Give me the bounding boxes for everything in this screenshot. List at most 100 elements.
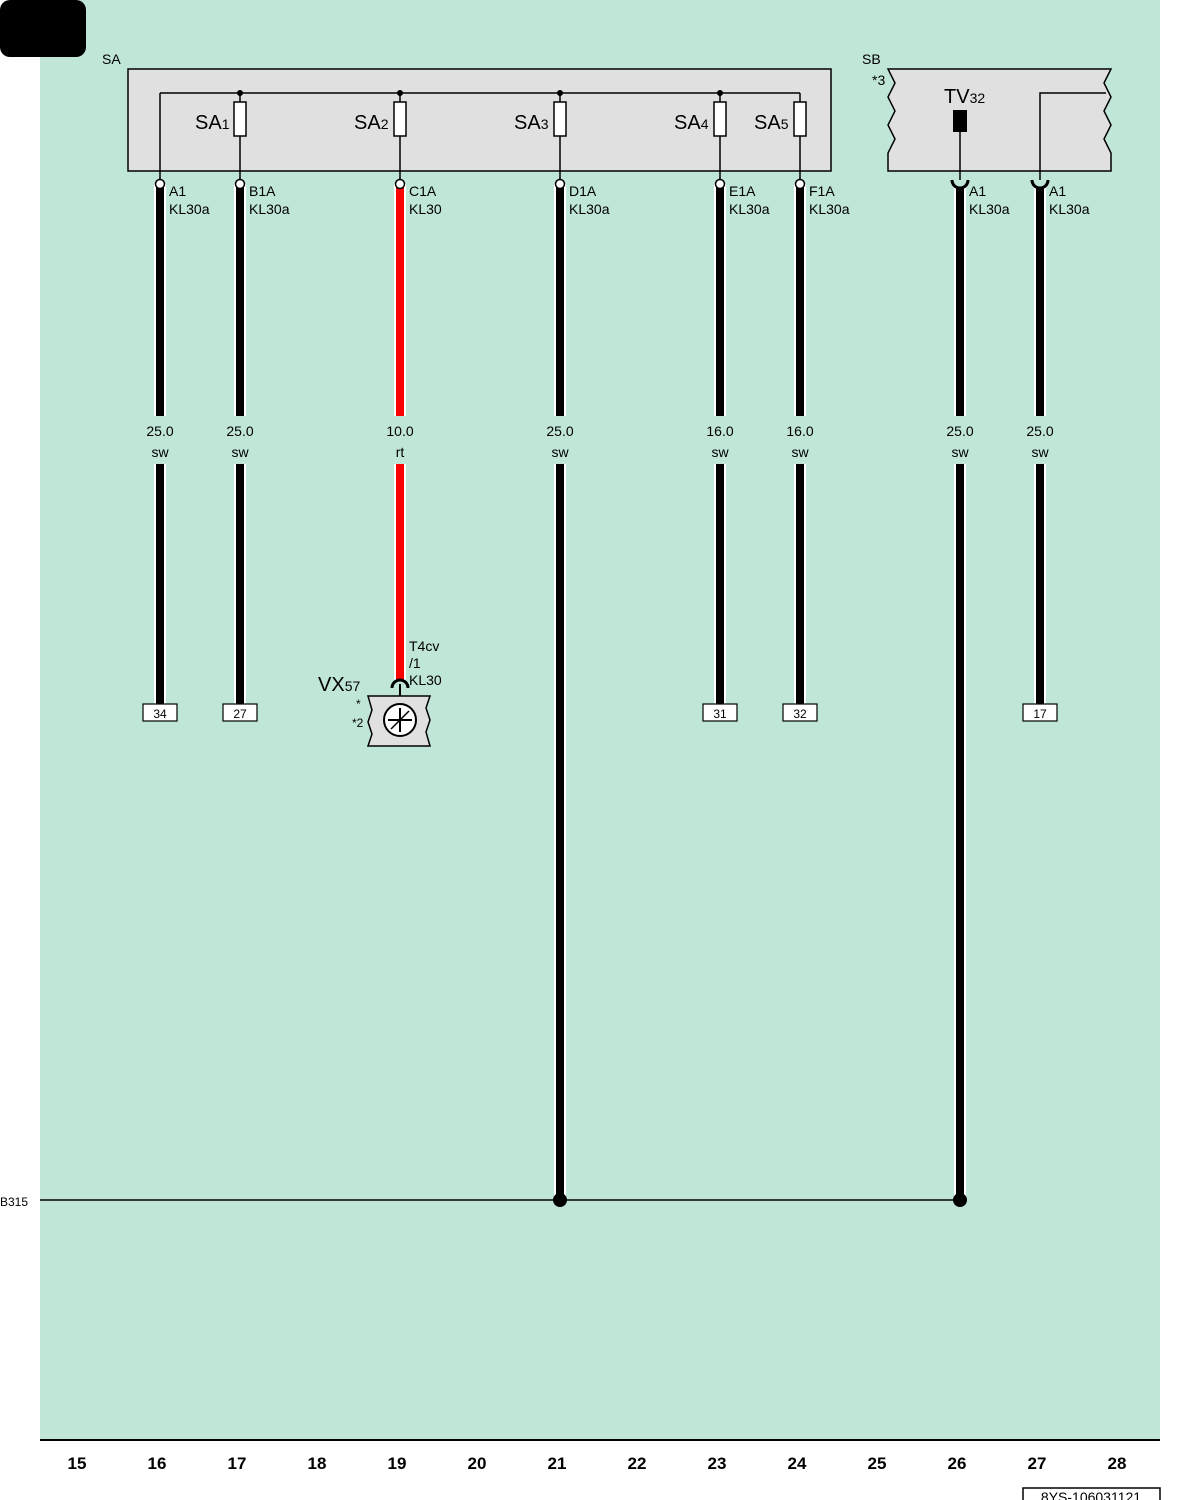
terminal-label: KL30a — [569, 201, 610, 217]
pin-label: A1 — [969, 183, 986, 199]
fuse-sa1: SA1 — [195, 90, 247, 180]
wire-col24: F1A KL30a 16.0 sw 32 — [782, 178, 850, 722]
plug-connector-icon — [950, 179, 970, 190]
wire-size: 25.0 — [546, 423, 573, 439]
wire-segment — [1036, 188, 1044, 416]
doc-id: 8YS-106031121 — [1041, 1489, 1141, 1500]
fuse-sa3: SA3 — [514, 90, 567, 180]
wire-size: 25.0 — [146, 423, 173, 439]
wire-segment — [156, 464, 164, 704]
wire-color: sw — [551, 444, 569, 460]
wire-color: sw — [151, 444, 169, 460]
fuse-sa2: SA2 — [354, 90, 407, 180]
fuse-icon — [793, 101, 807, 137]
vx57-note-1: * — [356, 697, 361, 711]
wire-col23: E1A KL30a 16.0 sw 31 — [702, 178, 770, 722]
ref-box — [222, 703, 258, 722]
wire-col19: C1A KL30 10.0 rt — [386, 178, 442, 680]
black-rounded-tab-icon — [0, 0, 86, 57]
fuse-label: SA2 — [354, 112, 389, 134]
junction-dot — [237, 90, 243, 96]
fuse-label: SA1 — [195, 112, 230, 134]
ref-label: 17 — [1033, 707, 1047, 721]
plug-connector-icon — [390, 678, 410, 689]
wire-segment — [716, 464, 724, 704]
terminal-label: KL30a — [729, 201, 770, 217]
wire-col27: A1 KL30a 25.0 sw 17 — [1022, 179, 1090, 722]
component-sb: SB *3 TV32 — [862, 51, 1113, 180]
ground-label: B315 — [0, 1195, 28, 1209]
wire-segment — [796, 184, 804, 416]
ref-box — [142, 703, 178, 722]
pin-label: C1A — [409, 183, 437, 199]
wire-size: 25.0 — [1026, 423, 1053, 439]
vx57-connector-line3: KL30 — [409, 672, 442, 688]
wire-col17: B1A KL30a 25.0 sw 27 — [222, 178, 290, 722]
wire-segment — [956, 464, 964, 1200]
fuse-icon — [393, 101, 407, 137]
pin-label: F1A — [809, 183, 835, 199]
wire-size: 25.0 — [226, 423, 253, 439]
grid-numbers: 15 16 17 18 19 20 21 22 23 24 25 26 27 2… — [68, 1454, 1127, 1473]
sb-note: *3 — [872, 72, 885, 88]
ref-label: 27 — [233, 707, 247, 721]
sb-label: SB — [862, 51, 881, 67]
wire-segment — [236, 464, 244, 704]
wire-segment — [556, 464, 564, 1200]
pin-circle — [714, 178, 726, 190]
fuse-sa4: SA4 — [674, 90, 727, 180]
wire-color: rt — [396, 444, 405, 460]
wire-segment — [796, 464, 804, 704]
grid-number: 19 — [388, 1454, 407, 1473]
pin-label: A1 — [1049, 183, 1066, 199]
wire-segment — [956, 188, 964, 416]
fuse-icon — [713, 101, 727, 137]
wire-size: 16.0 — [706, 423, 733, 439]
grid-number: 26 — [948, 1454, 967, 1473]
wire-segment — [716, 184, 724, 416]
ref-label: 34 — [153, 707, 167, 721]
pin-label: A1 — [169, 183, 186, 199]
terminal-label: KL30a — [169, 201, 210, 217]
wire-color: sw — [711, 444, 729, 460]
grid-number: 28 — [1108, 1454, 1127, 1473]
wire-segment — [396, 184, 404, 416]
ref-box — [782, 703, 818, 722]
wire-color: sw — [951, 444, 969, 460]
fuse-label: SA3 — [514, 112, 549, 134]
junction-dot — [557, 90, 563, 96]
terminal-label: KL30a — [809, 201, 850, 217]
vx57-note-2: *2 — [352, 716, 364, 730]
pin-label: E1A — [729, 183, 756, 199]
grid-number: 25 — [868, 1454, 887, 1473]
wire-col21: D1A KL30a 25.0 sw — [546, 178, 610, 1200]
terminal-label: KL30a — [1049, 201, 1090, 217]
terminal-label: KL30 — [409, 201, 442, 217]
fan-motor-icon — [383, 703, 417, 737]
pin-label: D1A — [569, 183, 597, 199]
grid-number: 21 — [548, 1454, 567, 1473]
sb-internal-link — [1039, 92, 1106, 180]
ref-label: 31 — [713, 707, 727, 721]
fuse-label: SA5 — [754, 112, 789, 134]
plug-connector-icon — [1030, 179, 1050, 190]
vx57-connector-line2: /1 — [409, 655, 421, 671]
grid-number: 23 — [708, 1454, 727, 1473]
vx57-label: VX57 — [318, 674, 360, 696]
ref-box — [702, 703, 738, 722]
grid-number: 27 — [1028, 1454, 1047, 1473]
doc-id-box — [1022, 1487, 1161, 1500]
component-vx57: T4cv /1 KL30 VX57 * *2 — [318, 638, 442, 747]
wire-size: 25.0 — [946, 423, 973, 439]
fuse-icon — [233, 101, 247, 137]
fuse-label: SA4 — [674, 112, 709, 134]
pin-circle — [794, 178, 806, 190]
fuse-icon — [553, 101, 567, 137]
wire-col16: A1 KL30a 25.0 sw 34 — [142, 178, 210, 722]
wire-segment — [396, 464, 404, 680]
vx57-connector-line1: T4cv — [409, 638, 439, 654]
grid-number: 16 — [148, 1454, 167, 1473]
junction-dot — [717, 90, 723, 96]
junction-dot — [953, 1193, 967, 1207]
